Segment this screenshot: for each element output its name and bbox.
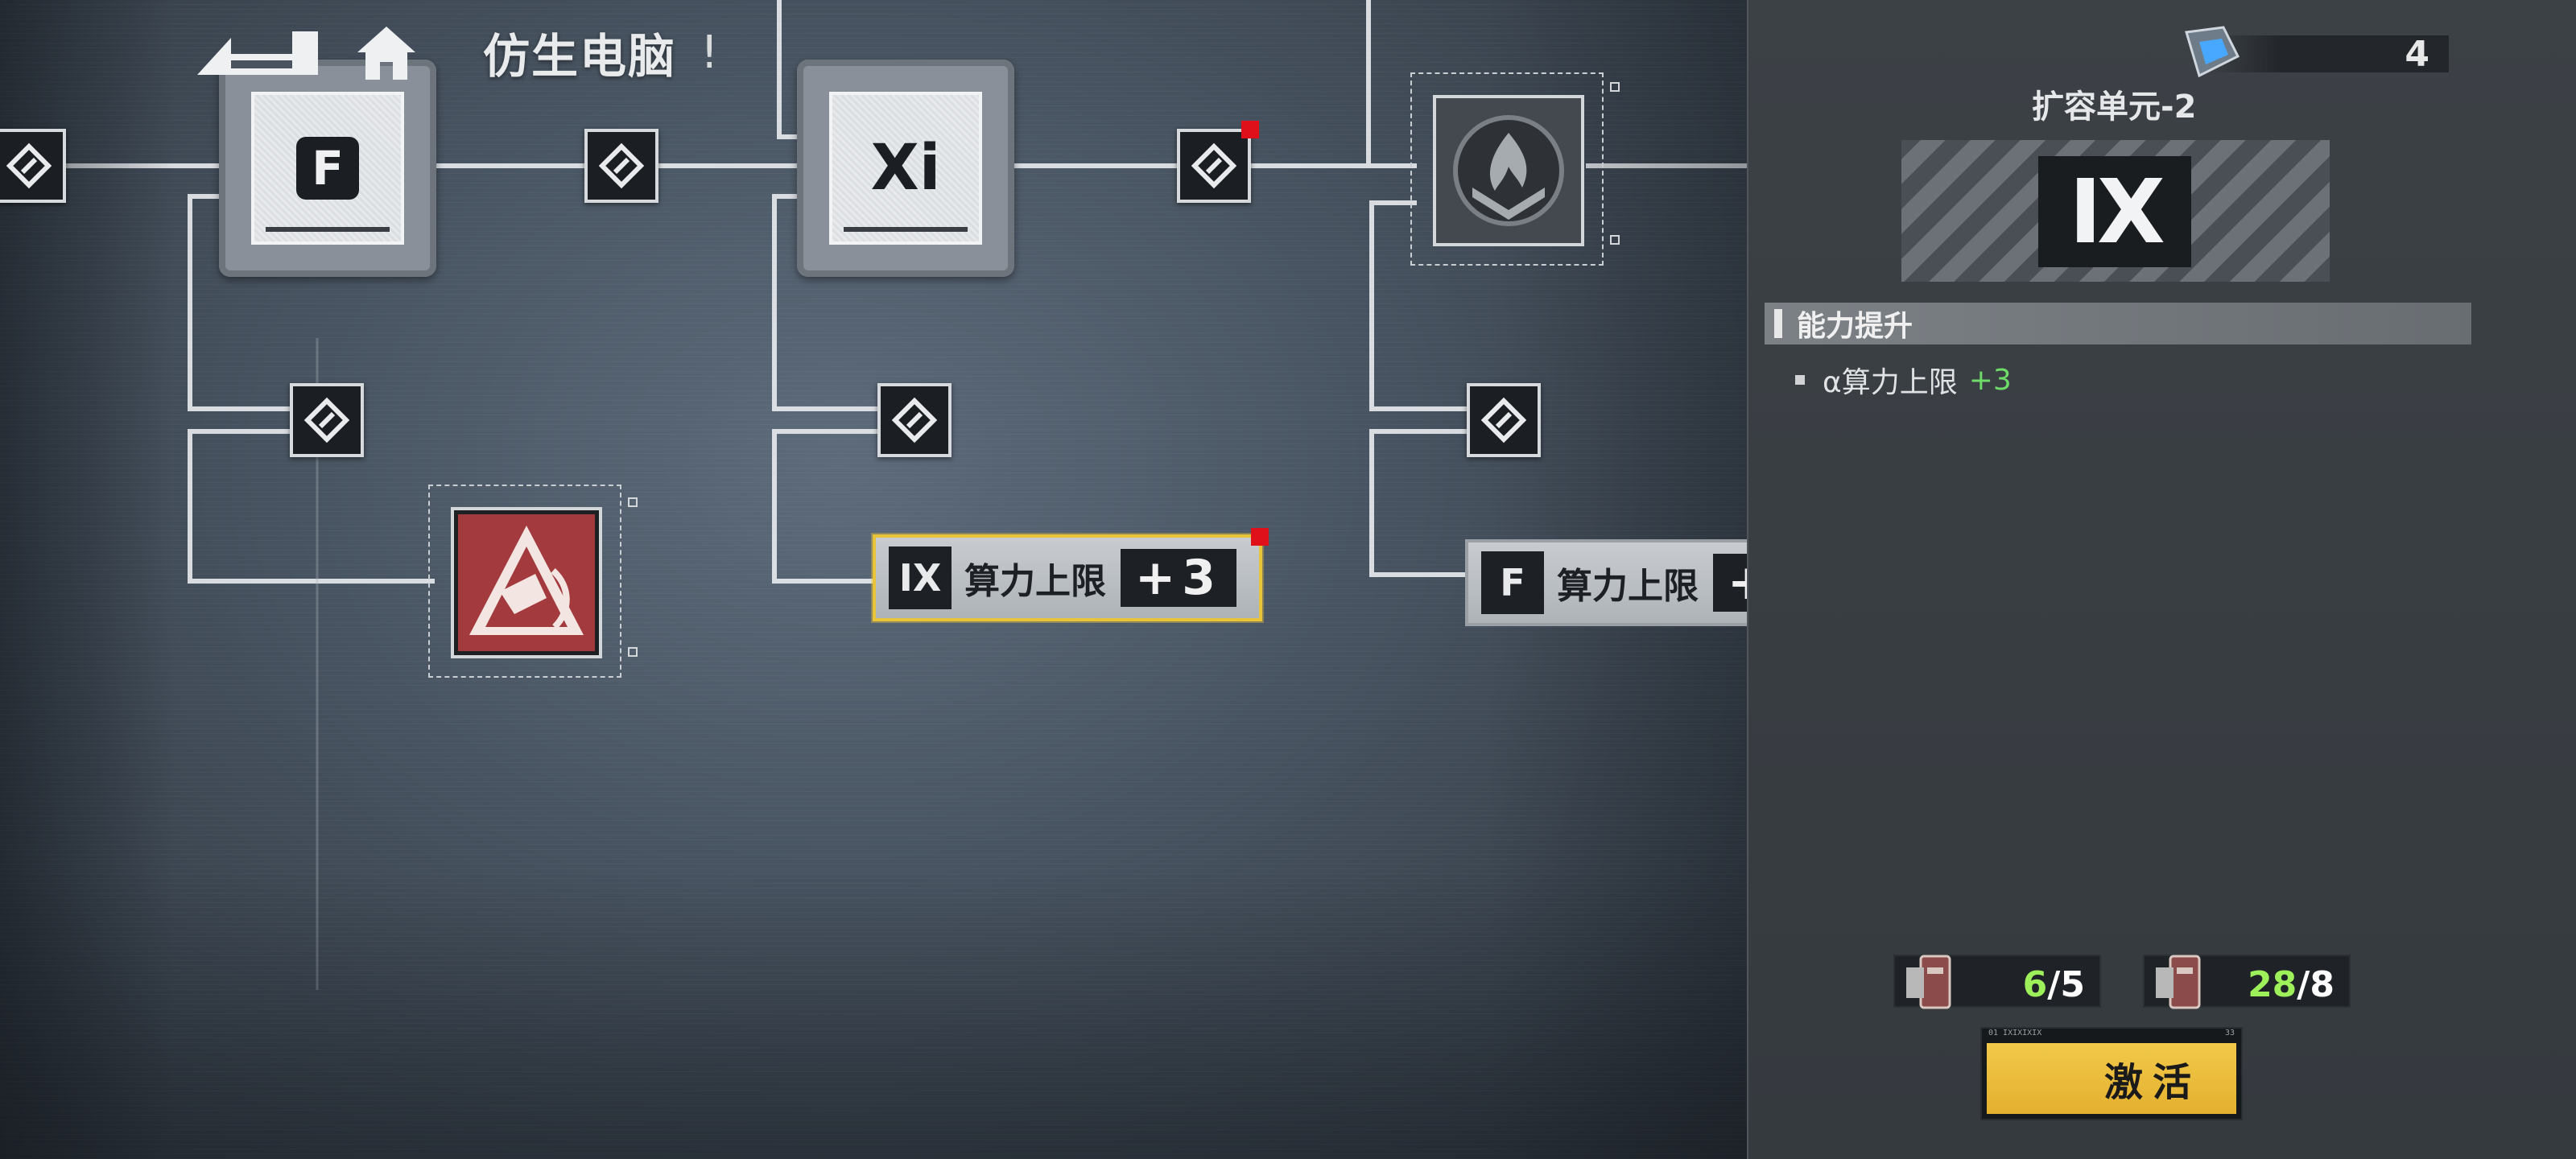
link-icon — [598, 142, 645, 189]
link-icon — [1191, 142, 1237, 189]
section-header: 能力提升 — [1765, 303, 2471, 344]
link-node-edge[interactable] — [0, 129, 66, 203]
home-button[interactable] — [346, 20, 427, 85]
stat-card-label: 算力上限 — [1557, 566, 1699, 607]
link-icon — [6, 142, 52, 189]
ability-bonus: +3 — [1968, 363, 2012, 397]
skill-tree: 仿生电脑 ! F Xi — [0, 0, 1747, 1159]
ability-label: α算力上限 — [1823, 366, 1958, 399]
cost-item-1[interactable]: 6/5 — [1893, 955, 2101, 1009]
explosion-icon — [458, 514, 595, 651]
stat-card-value: +3 — [1121, 549, 1237, 607]
detail-panel: 4 扩容单元-2 IX 能力提升 α算力上限 +3 6/5 28/8 — [1747, 0, 2576, 1159]
back-button[interactable] — [185, 20, 330, 85]
chip-icon — [2185, 26, 2240, 78]
link-icon — [891, 397, 938, 443]
cost-item-2[interactable]: 28/8 — [2143, 955, 2351, 1009]
link-node-4[interactable] — [877, 383, 952, 457]
link-node-5[interactable] — [1467, 383, 1541, 457]
unit-logo-text: IX — [2069, 160, 2165, 263]
alert-dot — [1241, 121, 1259, 138]
core-node-f-glyph: F — [296, 137, 359, 200]
top-bar: 仿生电脑 ! — [185, 16, 718, 89]
title-mark: ! — [700, 26, 719, 79]
explosion-skill-node[interactable] — [428, 485, 638, 678]
link-node-2[interactable] — [1177, 121, 1259, 203]
link-node-1[interactable] — [584, 129, 658, 203]
activate-button[interactable]: 01 IXIXIXIX 33 激活 — [1980, 1027, 2243, 1120]
stat-card-compute-limit[interactable]: F 算力上限 + — [1465, 539, 1747, 626]
battery-icon — [1906, 955, 1951, 1009]
activate-strip-left: 01 IXIXIXIX — [1988, 1029, 2042, 1037]
fire-emblem-icon — [1453, 115, 1564, 226]
activate-label: 激活 — [2103, 1060, 2201, 1105]
unit-name: 扩容单元-2 — [2032, 89, 2197, 126]
cost-2-need: 8 — [2310, 964, 2334, 1005]
stat-card-badge: F — [1500, 561, 1525, 604]
core-node-x[interactable]: Xi — [797, 60, 1014, 277]
ability-line: α算力上限 +3 — [1795, 359, 2012, 401]
stat-card-label: 算力上限 — [964, 561, 1106, 602]
cost-1-have: 6 — [2022, 964, 2048, 1005]
cost-1-need: 5 — [2060, 964, 2085, 1005]
fire-skill-node[interactable] — [1410, 72, 1620, 266]
activate-strip-right: 33 — [2224, 1029, 2235, 1037]
core-node-x-glyph: Xi — [870, 132, 941, 204]
link-icon — [1480, 397, 1527, 443]
link-icon — [303, 397, 350, 443]
battery-icon — [2156, 955, 2201, 1009]
stat-card-value: + — [1713, 554, 1747, 612]
core-node-f[interactable]: F — [219, 60, 436, 277]
unit-logo: IX — [2038, 156, 2191, 267]
currency-counter: 4 — [2175, 24, 2449, 78]
alert-dot — [1251, 528, 1269, 546]
back-arrow-icon — [197, 31, 318, 75]
currency-count: 4 — [2405, 34, 2429, 75]
section-title: 能力提升 — [1797, 310, 1913, 343]
stat-card-compute-limit-selected[interactable]: IX 算力上限 +3 — [873, 528, 1269, 621]
unit-banner: IX — [1901, 140, 2330, 282]
link-node-3[interactable] — [290, 383, 364, 457]
home-icon — [357, 27, 415, 80]
stat-card-badge: IX — [898, 556, 942, 600]
cost-2-have: 28 — [2248, 964, 2297, 1005]
page-title: 仿生电脑 — [483, 29, 677, 84]
